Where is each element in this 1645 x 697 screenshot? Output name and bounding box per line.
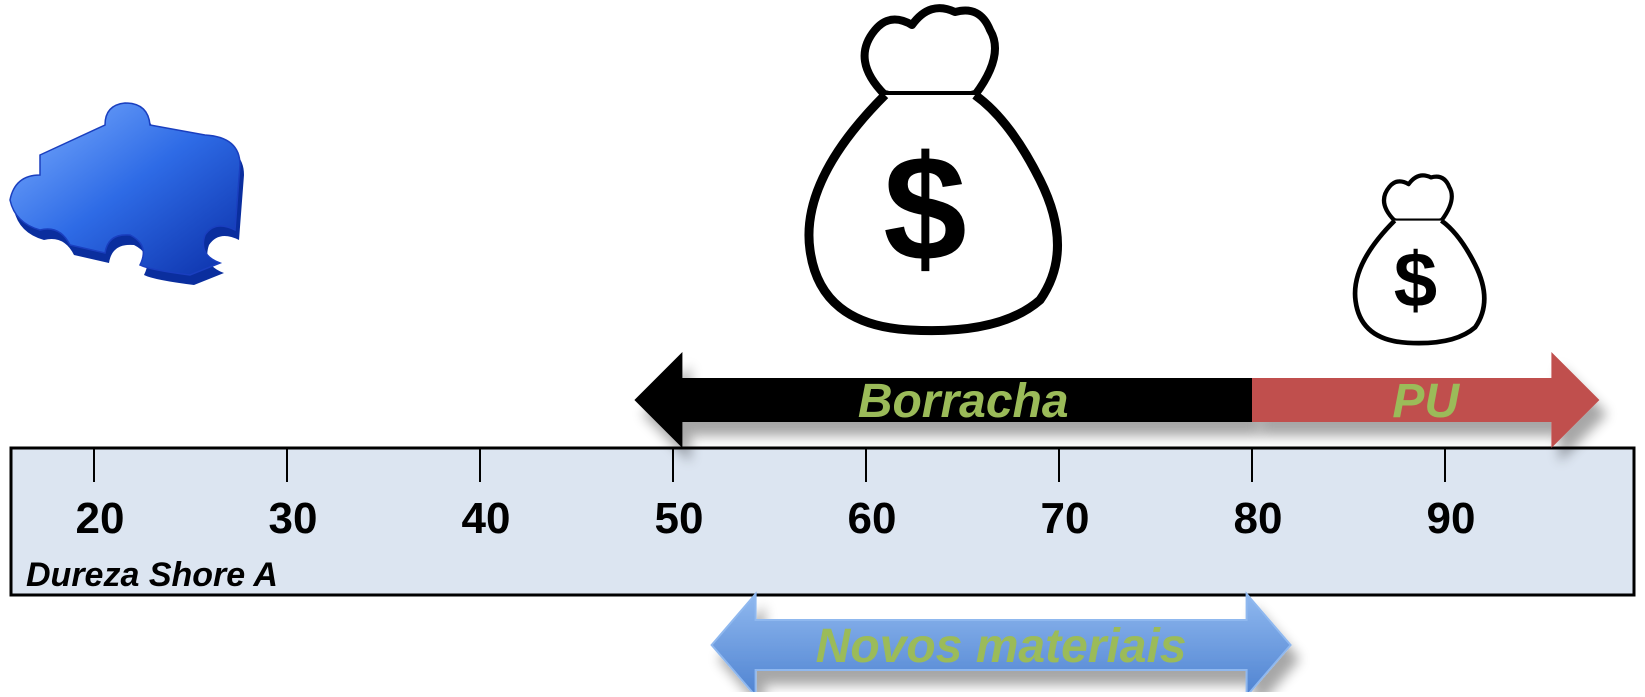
scale-tick-labels: 20 30 40 50 60 70 80 90 xyxy=(76,494,1476,543)
puzzle-piece-icon xyxy=(9,102,244,285)
scale-tick-label: 40 xyxy=(462,494,511,543)
pu-range-arrow xyxy=(1252,352,1600,448)
pu-range-label: PU xyxy=(1392,375,1460,428)
hardness-scale-band xyxy=(9,446,1636,597)
scale-tick-label: 80 xyxy=(1234,494,1283,543)
scale-tick-label: 20 xyxy=(76,494,125,543)
scale-tick-label: 30 xyxy=(269,494,318,543)
scale-tick-label: 60 xyxy=(848,494,897,543)
dollar-sign: $ xyxy=(1394,235,1437,323)
money-bag-icon: $ xyxy=(1352,173,1487,346)
dollar-sign: $ xyxy=(883,124,966,292)
novos-materiais-range-arrow xyxy=(710,591,1292,697)
scale-tick-label: 90 xyxy=(1427,494,1476,543)
scale-tick-label: 50 xyxy=(655,494,704,543)
money-bag-icon: $ xyxy=(804,4,1062,336)
range-arrows: Borracha PU Novos materiais xyxy=(634,352,1600,697)
borracha-range-label: Borracha xyxy=(858,375,1069,428)
novos-materiais-range-label: Novos materiais xyxy=(816,620,1187,673)
borracha-range-arrow xyxy=(634,352,1252,448)
scale-ticks xyxy=(93,448,1446,482)
scale-tick-label: 70 xyxy=(1041,494,1090,543)
axis-title: Dureza Shore A xyxy=(26,556,278,594)
